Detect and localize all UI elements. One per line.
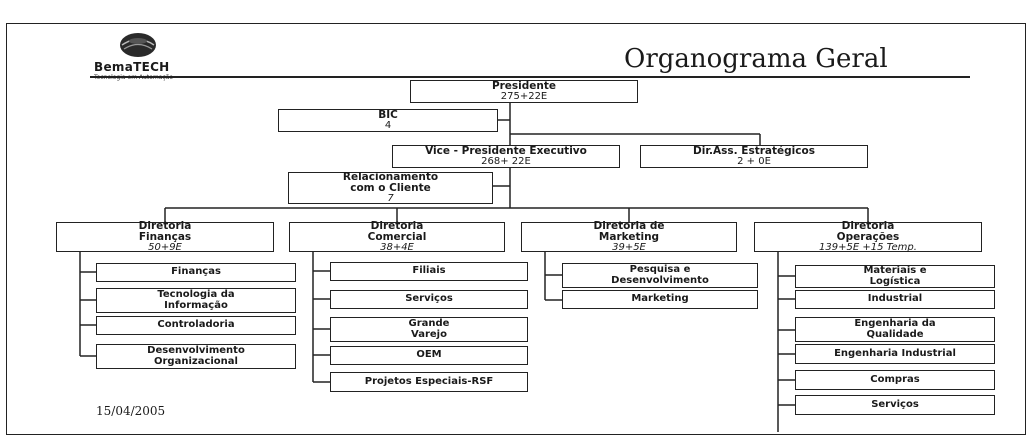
node-title-line2: Operações xyxy=(836,230,900,243)
node-presidente: Presidente 275+22E xyxy=(410,80,638,103)
unit-desenvolvimento-organizacional: Desenvolvimento Organizacional xyxy=(96,344,296,369)
node-count: 50+9E xyxy=(148,241,182,253)
unit-label-line2: Logística xyxy=(869,275,921,287)
unit-label-line2: Qualidade xyxy=(866,328,924,340)
unit-tecnologia-informacao: Tecnologia da Informação xyxy=(96,288,296,313)
unit-marketing: Marketing xyxy=(562,290,758,309)
document-date: 15/04/2005 xyxy=(96,404,166,418)
unit-label: Engenharia Industrial xyxy=(834,347,956,359)
unit-label: Serviços xyxy=(871,398,919,410)
unit-financas: Finanças xyxy=(96,263,296,282)
unit-label: Engenharia da xyxy=(854,318,936,329)
unit-label: Finanças xyxy=(171,266,221,278)
node-title: Diretoria xyxy=(370,219,424,232)
node-vice-presidente: Vice - Presidente Executivo 268+ 22E xyxy=(392,145,620,168)
unit-label: Serviços xyxy=(405,293,453,305)
node-title: Diretoria xyxy=(138,219,192,232)
unit-servicos-comercial: Serviços xyxy=(330,290,528,309)
unit-label: Grande xyxy=(408,318,450,329)
node-title: BIC xyxy=(378,108,398,121)
unit-servicos-operacoes: Serviços xyxy=(795,395,995,415)
unit-compras: Compras xyxy=(795,370,995,390)
node-title: Relacionamento xyxy=(342,170,439,183)
node-bic: BIC 4 xyxy=(278,109,498,132)
unit-grande-varejo: Grande Varejo xyxy=(330,317,528,342)
node-title: Diretoria de xyxy=(593,219,665,232)
unit-label: Compras xyxy=(870,373,920,385)
unit-label: Tecnologia da xyxy=(157,289,235,300)
bematech-logo-icon xyxy=(120,33,156,57)
node-count: 7 xyxy=(387,192,394,204)
unit-label-line2: Informação xyxy=(164,299,228,311)
unit-label-line2: Varejo xyxy=(411,328,447,340)
unit-label-line2: Desenvolvimento xyxy=(611,274,709,286)
unit-label: OEM xyxy=(416,349,442,361)
node-count: 139+5E +15 Temp. xyxy=(819,241,917,253)
node-count: 39+5E xyxy=(612,241,646,253)
logo-name: BemaTECH xyxy=(94,60,170,74)
unit-projetos-especiais: Projetos Especiais-RSF xyxy=(330,372,528,392)
node-title: Vice - Presidente Executivo xyxy=(425,144,587,157)
unit-industrial: Industrial xyxy=(795,290,995,309)
node-count: 2 + 0E xyxy=(737,155,771,167)
unit-controladoria: Controladoria xyxy=(96,316,296,335)
unit-label: Filiais xyxy=(412,265,446,277)
unit-label: Controladoria xyxy=(157,319,235,331)
node-count: 275+22E xyxy=(500,90,548,102)
unit-label: Pesquisa e xyxy=(629,264,691,275)
unit-label-line2: Organizacional xyxy=(154,355,238,367)
unit-label: Desenvolvimento xyxy=(147,345,245,356)
title-divider xyxy=(90,76,970,78)
node-title-line2: Marketing xyxy=(598,230,660,243)
node-title-line2: Finanças xyxy=(138,230,192,243)
node-title: Dir.Ass. Estratégicos xyxy=(693,144,815,157)
unit-filiais: Filiais xyxy=(330,262,528,281)
unit-engenharia-qualidade: Engenharia da Qualidade xyxy=(795,317,995,342)
node-title: Diretoria xyxy=(841,219,895,232)
unit-materiais-logistica: Materiais e Logística xyxy=(795,265,995,288)
unit-engenharia-industrial: Engenharia Industrial xyxy=(795,344,995,364)
node-title: Presidente xyxy=(491,79,557,92)
node-diretoria-financas: Diretoria Finanças 50+9E xyxy=(56,219,274,253)
node-count: 268+ 22E xyxy=(481,155,531,167)
node-count: 38+4E xyxy=(380,241,414,253)
slide-frame xyxy=(6,23,1026,435)
unit-label: Industrial xyxy=(867,293,923,305)
node-title-line2: Comercial xyxy=(367,230,427,243)
unit-pesquisa-desenvolvimento: Pesquisa e Desenvolvimento xyxy=(562,263,758,288)
node-diretoria-operacoes: Diretoria Operações 139+5E +15 Temp. xyxy=(754,219,982,253)
page-title: Organograma Geral xyxy=(624,44,888,74)
unit-label: Projetos Especiais-RSF xyxy=(364,375,494,387)
node-relacionamento: Relacionamento com o Cliente 7 xyxy=(288,170,493,204)
unit-label: Marketing xyxy=(631,293,689,305)
node-diretoria-marketing: Diretoria de Marketing 39+5E xyxy=(521,219,737,253)
unit-oem: OEM xyxy=(330,346,528,365)
node-diretoria-comercial: Diretoria Comercial 38+4E xyxy=(289,219,505,253)
node-dir-ass-estrategicos: Dir.Ass. Estratégicos 2 + 0E xyxy=(640,145,868,168)
unit-label: Materiais e xyxy=(863,265,927,276)
node-title-line2: com o Cliente xyxy=(350,181,431,194)
node-count: 4 xyxy=(384,119,392,131)
